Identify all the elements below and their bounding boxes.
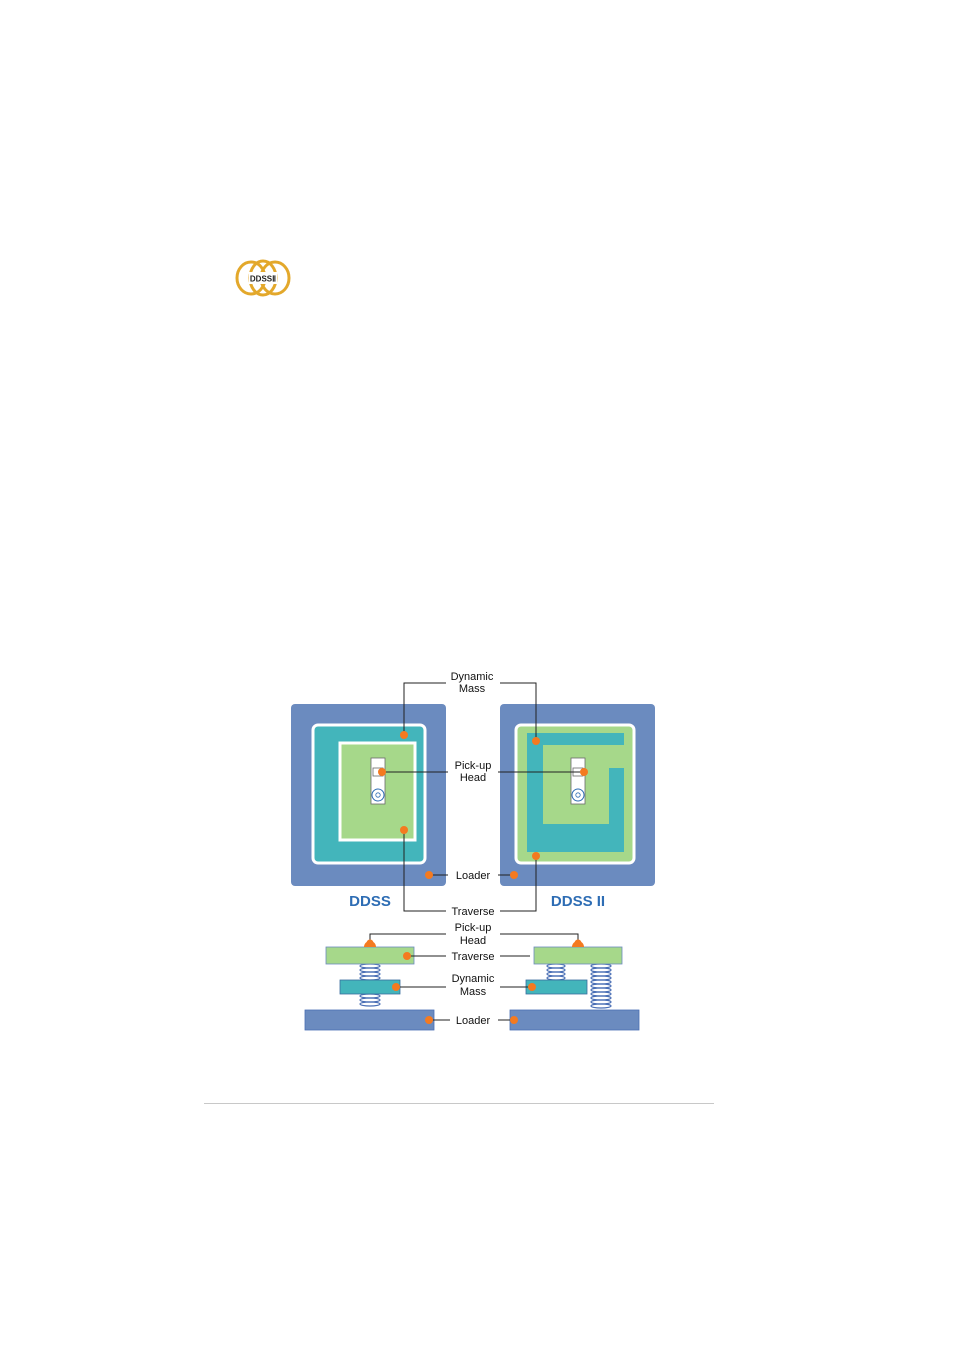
ddss2-top-view — [500, 704, 655, 886]
label-pickup-2: Pick-up — [455, 922, 492, 934]
title-ddss: DDSS — [349, 893, 391, 910]
ddss2-side-loader — [510, 1010, 639, 1030]
label-loader-1: Loader — [456, 870, 491, 882]
label-dynamic-2: Dynamic — [452, 973, 495, 985]
label-head-1: Head — [460, 772, 486, 784]
ddss-side-dynamic-mass — [340, 980, 400, 994]
ddss-side-traverse — [326, 947, 414, 964]
label-traverse-1: Traverse — [452, 906, 495, 918]
label-traverse-2: Traverse — [452, 951, 495, 963]
ddss-spring-upper — [360, 964, 380, 980]
label-mass-2: Mass — [460, 986, 487, 998]
label-loader-2: Loader — [456, 1015, 491, 1027]
label-pickup-1: Pick-up — [455, 760, 492, 772]
ddss2-spring-short — [547, 964, 565, 980]
ddss-side-loader — [305, 1010, 434, 1030]
label-dynamic-1: Dynamic — [451, 671, 494, 683]
ddss2-spring-long — [591, 964, 611, 1008]
footer-divider — [204, 1103, 714, 1104]
title-ddss-ii: DDSS II — [551, 893, 605, 910]
ddss2-side-traverse — [534, 947, 622, 964]
ddss-side-view — [305, 947, 434, 1030]
ddss-top-view — [291, 704, 446, 886]
label-head-2: Head — [460, 935, 486, 947]
ddss-spring-lower — [360, 994, 380, 1006]
label-mass-1: Mass — [459, 683, 486, 695]
